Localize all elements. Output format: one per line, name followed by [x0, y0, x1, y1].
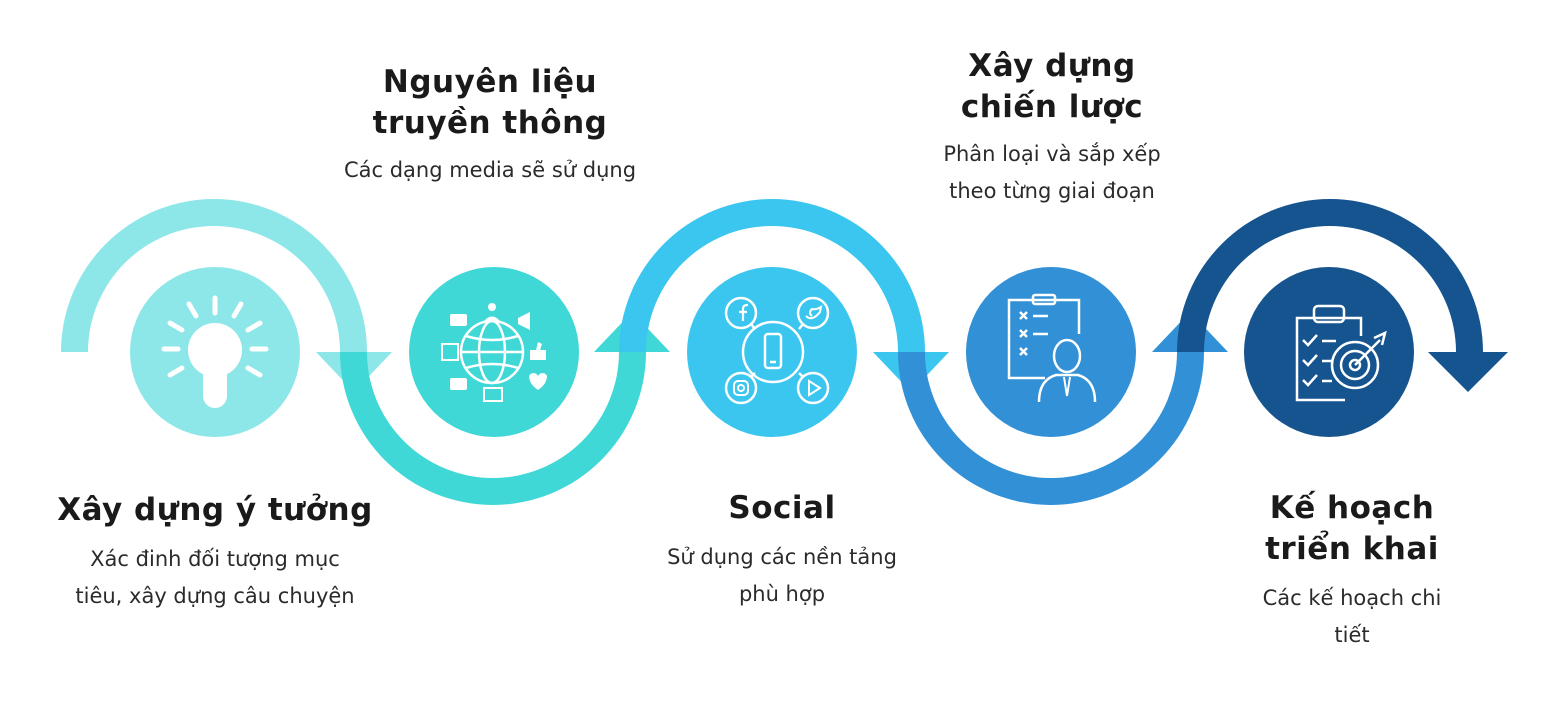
step4-text: Xây dựng chiến lược Phân loại và sắp xếp…: [882, 46, 1222, 210]
step3-desc-line: Sử dụng các nền tảng: [667, 545, 897, 569]
step2-title-line: Nguyên liệu: [382, 64, 598, 100]
step4-desc-line: theo từng giai đoạn: [949, 179, 1155, 203]
step4-desc-line: Phân loại và sắp xếp: [943, 142, 1161, 166]
step2-arc: [340, 352, 646, 505]
step5-arc: [1177, 199, 1483, 352]
step5-title-line: Kế hoạch: [1269, 490, 1435, 526]
step3-title: Social: [728, 490, 836, 526]
step2-desc-line: Các dạng media sẽ sử dụng: [343, 158, 637, 182]
step2-description: Các dạng media sẽ sử dụng: [320, 152, 660, 189]
step1-arc: [61, 199, 367, 352]
social-network-icon: [724, 296, 830, 405]
step4-arc: [898, 352, 1204, 505]
step5-desc-line: Các kế hoạch chi: [1262, 586, 1442, 610]
step3-arc: [619, 199, 925, 352]
target-plan-icon: [1295, 304, 1387, 402]
step3-circle: [687, 267, 857, 437]
step5-circle: [1244, 267, 1414, 437]
step5-title: Kế hoạch triển khai: [1182, 488, 1522, 570]
step4-description: Phân loại và sắp xếp theo từng giai đoạn: [882, 136, 1222, 210]
step5-description: Các kế hoạch chi tiết: [1182, 580, 1522, 654]
step2-title-line: truyền thông: [372, 105, 608, 141]
step3-desc-line: phù hợp: [738, 582, 826, 606]
step5-text: Kế hoạch triển khai Các kế hoạch chi tiế…: [1182, 488, 1522, 654]
strategy-checklist-icon: [1007, 293, 1097, 403]
step1-desc-line: tiêu, xây dựng câu chuyện: [75, 584, 355, 608]
step4-title-line: Xây dựng: [968, 48, 1136, 84]
step2-title: Nguyên liệu truyền thông: [320, 62, 660, 144]
step5-arrowhead: [1428, 352, 1508, 392]
step3-text: Social Sử dụng các nền tảng phù hợp: [612, 488, 952, 613]
step1-desc-line: Xác đinh đối tượng mục: [90, 547, 340, 571]
step1-text: Xây dựng ý tưởng Xác đinh đối tượng mục …: [45, 490, 385, 615]
step1-description: Xác đinh đối tượng mục tiêu, xây dựng câ…: [45, 541, 385, 615]
step5-desc-line: tiết: [1334, 623, 1370, 647]
step5-title-line: triển khai: [1265, 531, 1439, 567]
step3-description: Sử dụng các nền tảng phù hợp: [612, 539, 952, 613]
step1-title: Xây dựng ý tưởng: [57, 492, 373, 528]
step4-title: Xây dựng chiến lược: [882, 46, 1222, 128]
globe-media-icon: [441, 303, 547, 402]
step2-text: Nguyên liệu truyền thông Các dạng media …: [320, 62, 660, 189]
lightbulb-icon: [161, 295, 269, 408]
step4-circle: [966, 267, 1136, 437]
step4-title-line: chiến lược: [960, 89, 1144, 125]
